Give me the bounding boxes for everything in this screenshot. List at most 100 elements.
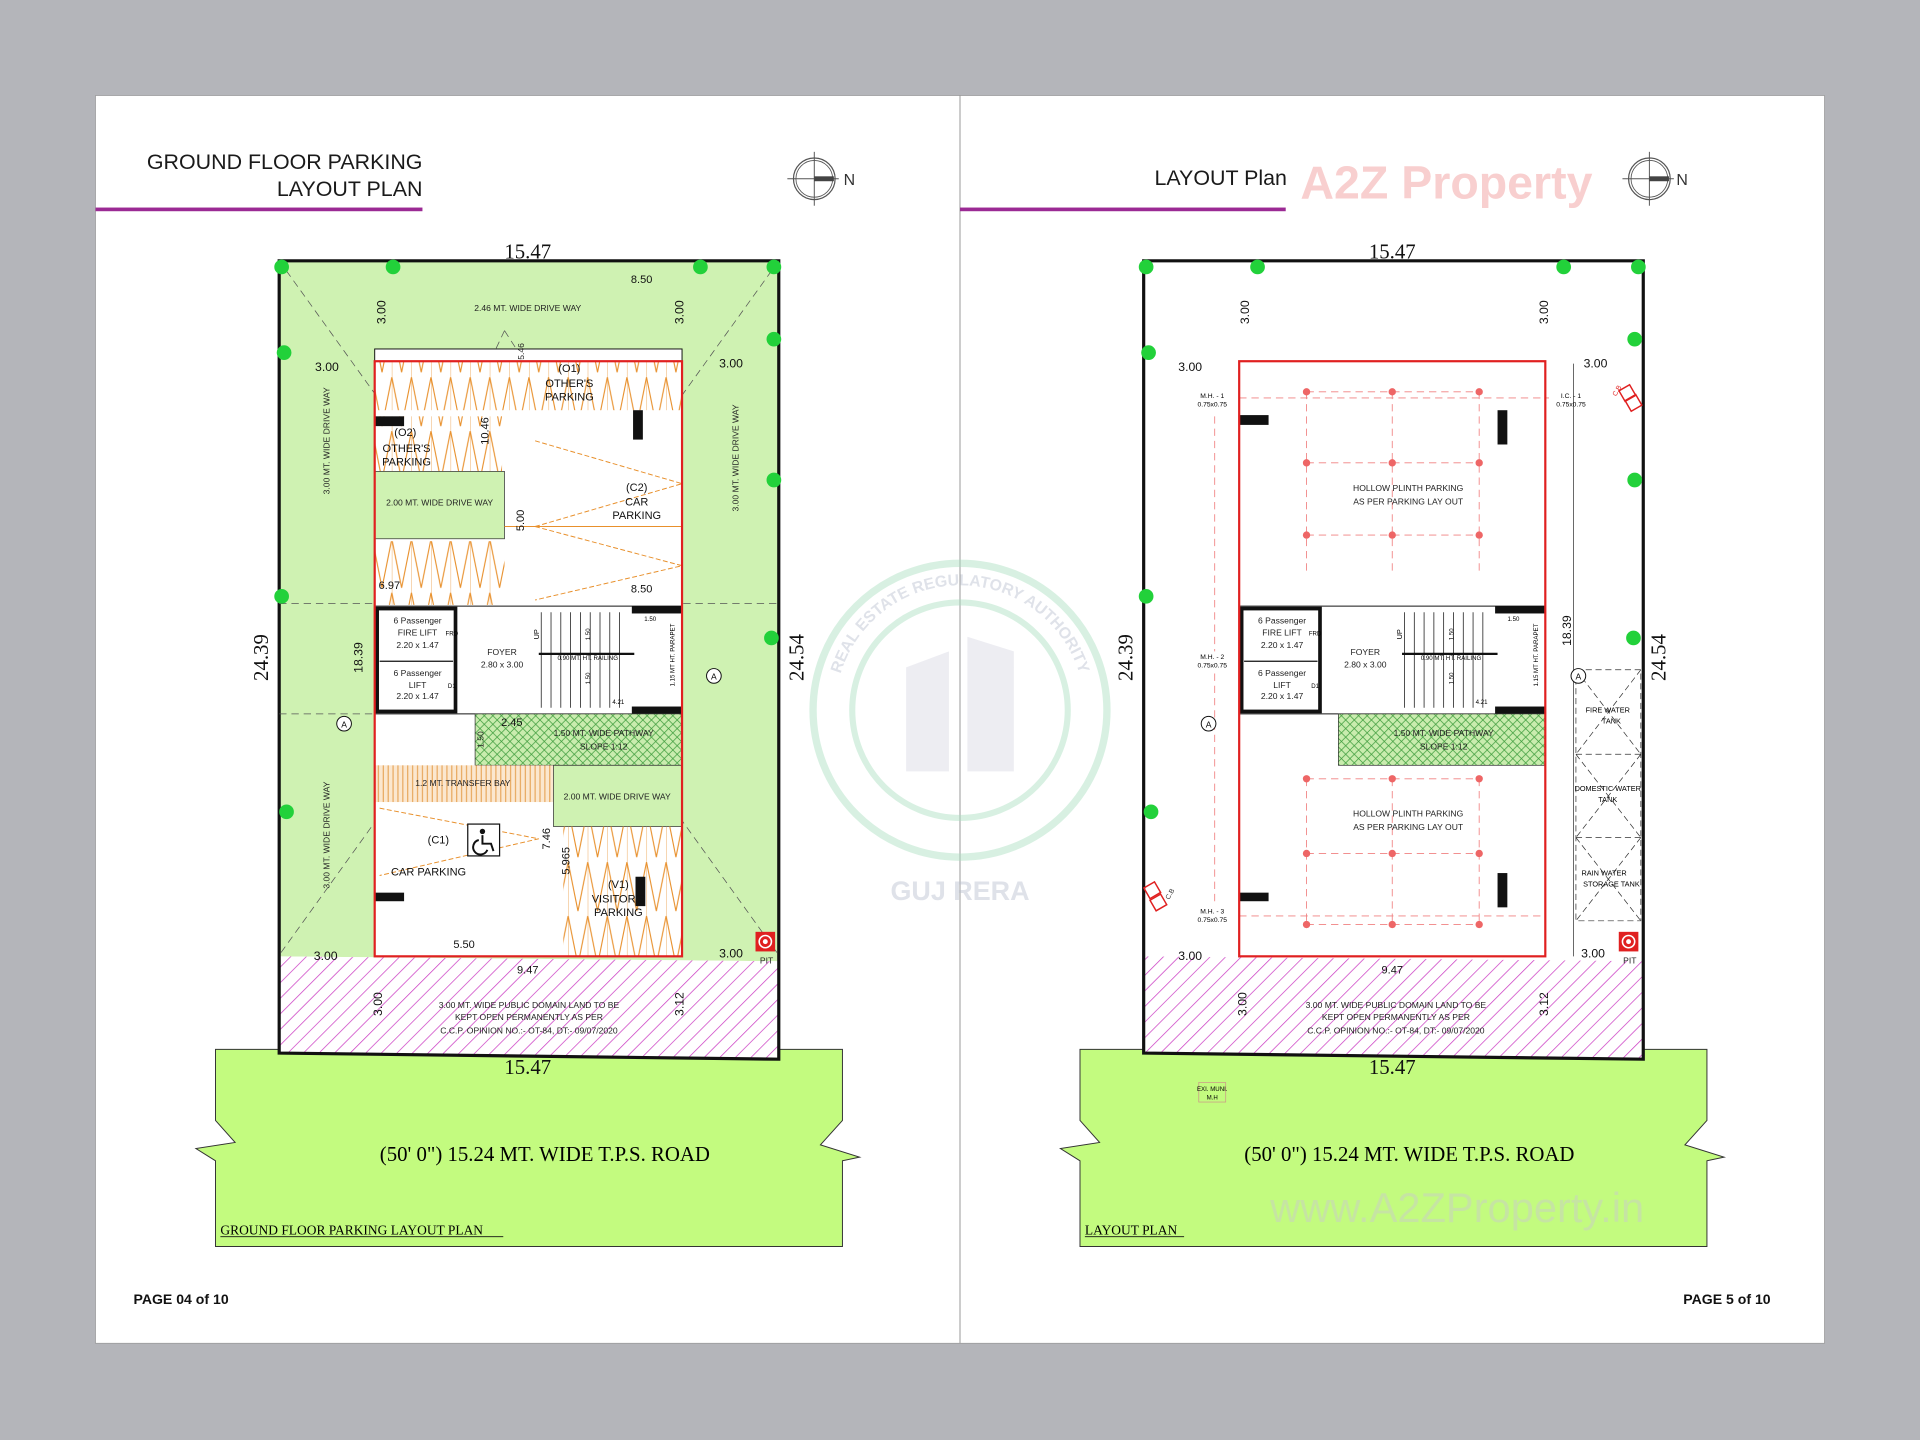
label: (O1) — [558, 363, 580, 375]
v1-parking-bay — [563, 826, 683, 957]
dim: 3.00 — [1178, 949, 1202, 963]
dim-top-width: 15.47 — [1369, 239, 1416, 263]
transfer-bay — [374, 765, 554, 803]
wheelchair-icon — [467, 823, 501, 857]
label: C.C.P. OPINION NO.:- OT-84, DT:- 09/07/2… — [440, 1025, 618, 1035]
dim: 7.46 — [541, 828, 553, 849]
inner-drive-way — [374, 471, 505, 540]
pathway-ramp — [1338, 713, 1546, 766]
label: FRD — [1309, 631, 1322, 638]
road — [194, 1048, 862, 1248]
dim: 3.00 — [1238, 300, 1252, 324]
column — [633, 410, 643, 440]
dim: 3.12 — [1537, 992, 1551, 1016]
label: (C2) — [626, 482, 647, 494]
building-outline — [1238, 360, 1547, 958]
section-marker: A — [1206, 719, 1212, 729]
dim-margin: 3.00 — [672, 300, 686, 324]
dim: 2.45 — [501, 717, 522, 729]
label: 2.80 x 3.00 — [481, 659, 524, 669]
label: 2.20 x 1.47 — [396, 691, 439, 701]
label: 6 Passenger — [1258, 615, 1306, 625]
label: PARKING — [382, 456, 431, 468]
dim: 8.50 — [631, 584, 652, 596]
label: FRD — [446, 631, 459, 638]
label: CAR PARKING — [391, 867, 466, 879]
label: KEPT OPEN PERMANENTLY AS PER — [1322, 1012, 1470, 1022]
title-underline — [960, 207, 1286, 212]
tank-label: DOMESTIC WATER — [1575, 784, 1641, 793]
dim: 3.00 — [1584, 356, 1608, 370]
dim: 9.47 — [1382, 964, 1403, 976]
right-header: LAYOUT Plan N — [960, 151, 1688, 212]
dim: 3.00 — [1581, 947, 1605, 961]
label: SLOPE 1:12 — [1420, 741, 1468, 751]
page-title-line1: GROUND FLOOR PARKING — [147, 150, 423, 174]
dim-inner-depth: 18.39 — [351, 642, 365, 673]
label: 4.21 — [1476, 699, 1488, 706]
title-underline — [95, 207, 423, 212]
label: 2.20 x 1.47 — [396, 640, 439, 650]
dim-bottom-width: 15.47 — [1369, 1055, 1416, 1079]
label: 3.00 MT. WIDE DRIVE WAY — [321, 387, 331, 494]
label: (V1) — [608, 879, 629, 891]
label: 1.50 — [1508, 616, 1520, 623]
label: 1.50 MT. WIDE PATHWAY — [1394, 728, 1494, 738]
manhole-label: 0.75x0.75 — [1197, 662, 1227, 669]
label: 0.90 MT. HT. RAILING — [558, 655, 619, 662]
core-block — [374, 605, 683, 715]
label: AS PER PARKING LAY OUT — [1353, 822, 1464, 832]
dim-side: 3.00 — [719, 947, 743, 961]
dim: 5.965 — [560, 847, 572, 875]
o1-top-strip — [374, 348, 683, 362]
dim: 3.00 — [1537, 300, 1551, 324]
label: CAR — [625, 497, 648, 509]
c1-parking-marks — [379, 807, 539, 876]
label: 3.00 MT. WIDE DRIVE WAY — [321, 781, 331, 888]
manhole-label: 0.75x0.75 — [1197, 917, 1227, 924]
label: OTHER'S — [383, 443, 431, 455]
dim: 5.46 — [516, 343, 526, 360]
brand-url-watermark: www.A2ZProperty.in — [1269, 1184, 1644, 1231]
column-markers — [1302, 388, 1483, 929]
road-label: (50' 0") 15.24 MT. WIDE T.P.S. ROAD — [1244, 1142, 1574, 1166]
label: 0.90 MT. HT. RAILING — [1421, 655, 1482, 662]
cb-label: C.B — [1612, 384, 1624, 398]
section-marker: A — [341, 719, 347, 729]
label: FIRE LIFT — [398, 628, 438, 638]
label: 1.50 — [1448, 628, 1455, 640]
dim-left-depth: 24.39 — [249, 634, 273, 681]
page-number: PAGE 04 of 10 — [133, 1291, 228, 1307]
label: PARKING — [545, 391, 594, 403]
c2-parking-marks — [534, 440, 684, 601]
manhole-label: M.H. - 2 — [1200, 654, 1224, 661]
tree-icons — [1138, 259, 1646, 820]
label: 3.00 MT. WIDE PUBLIC DOMAIN LAND TO BE — [1306, 1000, 1487, 1010]
dim: 8.50 — [631, 274, 652, 286]
label: 2.20 x 1.47 — [1261, 640, 1304, 650]
fire-pit-icon — [755, 931, 776, 952]
label: PARKING — [594, 907, 643, 919]
label: 1.50 — [585, 628, 592, 640]
dim: 6.97 — [379, 580, 400, 592]
label: UP — [532, 629, 541, 639]
left-header: GROUND FLOOR PARKING LAYOUT PLAN N — [95, 150, 855, 212]
label: HOLLOW PLINTH PARKING — [1353, 809, 1464, 819]
manhole-label: M.H. - 1 — [1200, 393, 1224, 400]
layout-plan: 15.47 24.39 24.54 18.39 3.00 3.00 3.00 3… — [1059, 239, 1727, 1248]
label: FOYER — [487, 647, 516, 657]
cb-label: C.B — [1165, 887, 1177, 901]
pathway-ramp — [474, 713, 683, 766]
label: C.C.P. OPINION NO.:- OT-84, DT:- 09/07/2… — [1307, 1025, 1485, 1035]
dimension-labels: 15.47 24.39 24.54 18.39 3.00 3.00 3.00 3… — [249, 239, 808, 1079]
label: VISITOR'S — [592, 893, 645, 905]
dim: 9.47 — [517, 964, 538, 976]
dim-side: 3.00 — [315, 360, 339, 374]
dim-right-depth: 24.54 — [784, 634, 808, 681]
plot-boundary — [1142, 259, 1645, 1061]
compass-label: N — [1676, 172, 1688, 189]
brand-logo-watermark: A2Z Property — [1300, 156, 1592, 208]
column — [374, 416, 405, 427]
label: 1.50 — [585, 672, 592, 684]
north-compass-icon — [1622, 151, 1674, 206]
